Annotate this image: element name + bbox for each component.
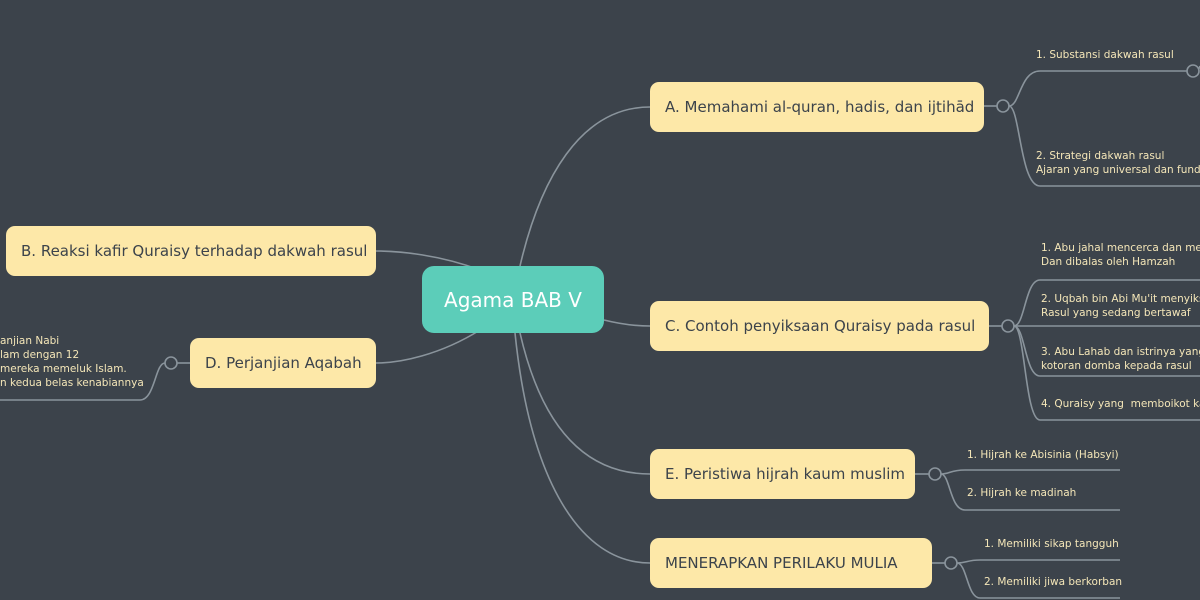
node-f[interactable]: MENERAPKAN PERILAKU MULIA: [650, 538, 932, 588]
leaf-c4[interactable]: 4. Quraisy yang memboikot ka: [1041, 398, 1200, 410]
leaf-e1[interactable]: 1. Hijrah ke Abisinia (Habsyi): [967, 449, 1119, 461]
node-b[interactable]: B. Reaksi kafir Quraisy terhadap dakwah …: [6, 226, 376, 276]
central-node[interactable]: Agama BAB V: [422, 266, 604, 333]
leaf-e2[interactable]: 2. Hijrah ke madinah: [967, 487, 1077, 499]
node-c[interactable]: C. Contoh penyiksaan Quraisy pada rasul: [650, 301, 989, 351]
leaf-c3[interactable]: 3. Abu Lahab dan istrinya yang kotoran d…: [1041, 346, 1200, 372]
node-d[interactable]: D. Perjanjian Aqabah: [190, 338, 376, 388]
leaf-d1[interactable]: anjian Nabi lam dengan 12 mereka memeluk…: [0, 335, 144, 389]
node-e[interactable]: E. Peristiwa hijrah kaum muslim: [650, 449, 915, 499]
leaf-c2[interactable]: 2. Uqbah bin Abi Mu'it menyiks Rasul yan…: [1041, 293, 1200, 319]
leaf-f1[interactable]: 1. Memiliki sikap tangguh: [984, 538, 1119, 550]
leaf-f2[interactable]: 2. Memiliki jiwa berkorban: [984, 576, 1123, 588]
leaf-a2[interactable]: 2. Strategi dakwah rasul Ajaran yang uni…: [1036, 150, 1200, 176]
node-a[interactable]: A. Memahami al-quran, hadis, dan ijtihād: [650, 82, 984, 132]
leaf-a1[interactable]: 1. Substansi dakwah rasul: [1036, 49, 1174, 61]
leaf-c1[interactable]: 1. Abu jahal mencerca dan men Dan dibala…: [1041, 242, 1200, 268]
